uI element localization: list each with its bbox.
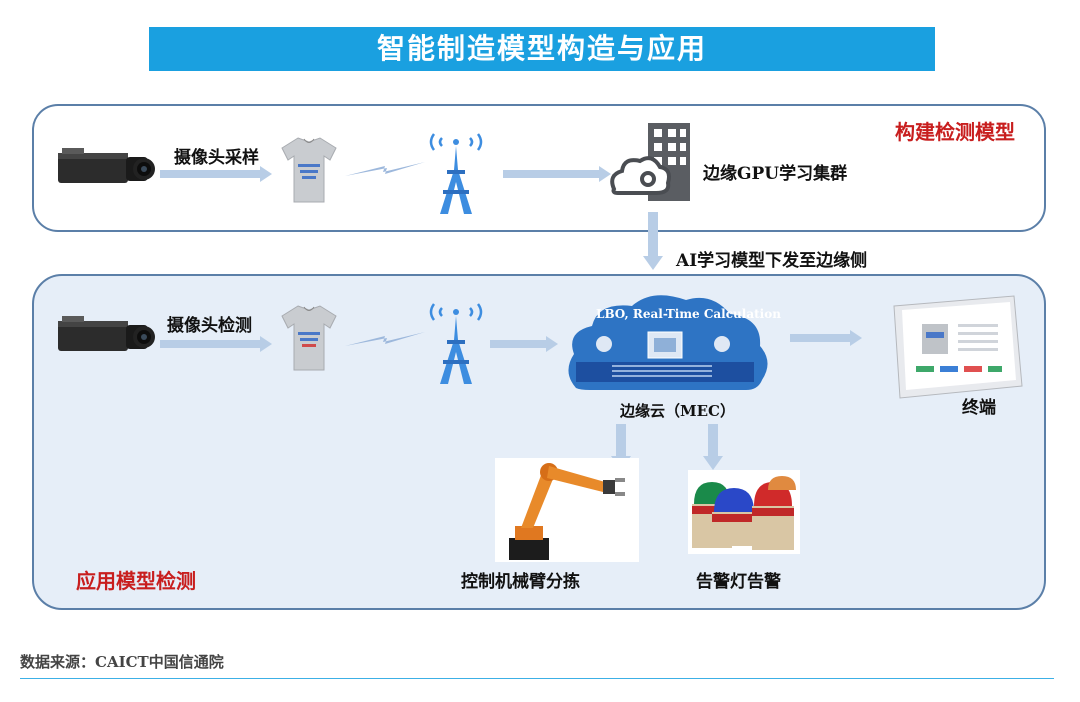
page-title: 智能制造模型构造与应用 — [149, 27, 935, 71]
model-transfer-label: AI学习模型下发至边缘侧 — [676, 251, 868, 271]
gpu-cluster-icon — [610, 123, 690, 201]
camera-icon — [58, 316, 155, 351]
robot-arm-label: 控制机械臂分拣 — [461, 572, 580, 592]
flow-arrow — [790, 330, 862, 346]
bottom-panel-label: 应用模型检测 — [76, 569, 196, 593]
top-panel — [32, 104, 1046, 232]
flow-arrow — [160, 336, 272, 352]
robot-arm-icon — [495, 458, 639, 562]
flow-arrow-down — [643, 212, 663, 270]
camera-sampling-label: 摄像头采样 — [174, 148, 259, 168]
edge-cloud-icon — [568, 295, 768, 390]
alarm-light-label: 告警灯告警 — [696, 572, 781, 592]
top-panel-label: 构建检测模型 — [895, 120, 1015, 144]
flow-arrow-down — [703, 424, 723, 470]
divider — [20, 678, 1054, 679]
data-source: 数据来源：CAICT中国信通院 — [20, 653, 224, 671]
terminal-label: 终端 — [962, 398, 996, 418]
signal-tower-icon — [429, 303, 483, 384]
camera-icon — [58, 148, 155, 183]
flow-arrow — [503, 166, 611, 182]
gpu-cluster-label: 边缘GPU学习集群 — [703, 164, 848, 184]
wireless-signal-icon — [345, 332, 425, 346]
edge-cloud-label: 边缘云（MEC） — [620, 402, 735, 420]
wireless-signal-icon — [345, 162, 425, 176]
tshirt-icon — [281, 137, 337, 203]
flow-arrow — [160, 166, 272, 182]
signal-tower-icon — [429, 133, 483, 214]
camera-detection-label: 摄像头检测 — [167, 316, 252, 336]
tshirt-icon — [281, 305, 337, 371]
flow-arrow — [490, 336, 558, 352]
cloud-header-label: LBO, Real-Time Calculation — [596, 307, 781, 321]
alarm-light-icon — [688, 470, 800, 554]
terminal-tablet-icon — [893, 295, 1023, 399]
